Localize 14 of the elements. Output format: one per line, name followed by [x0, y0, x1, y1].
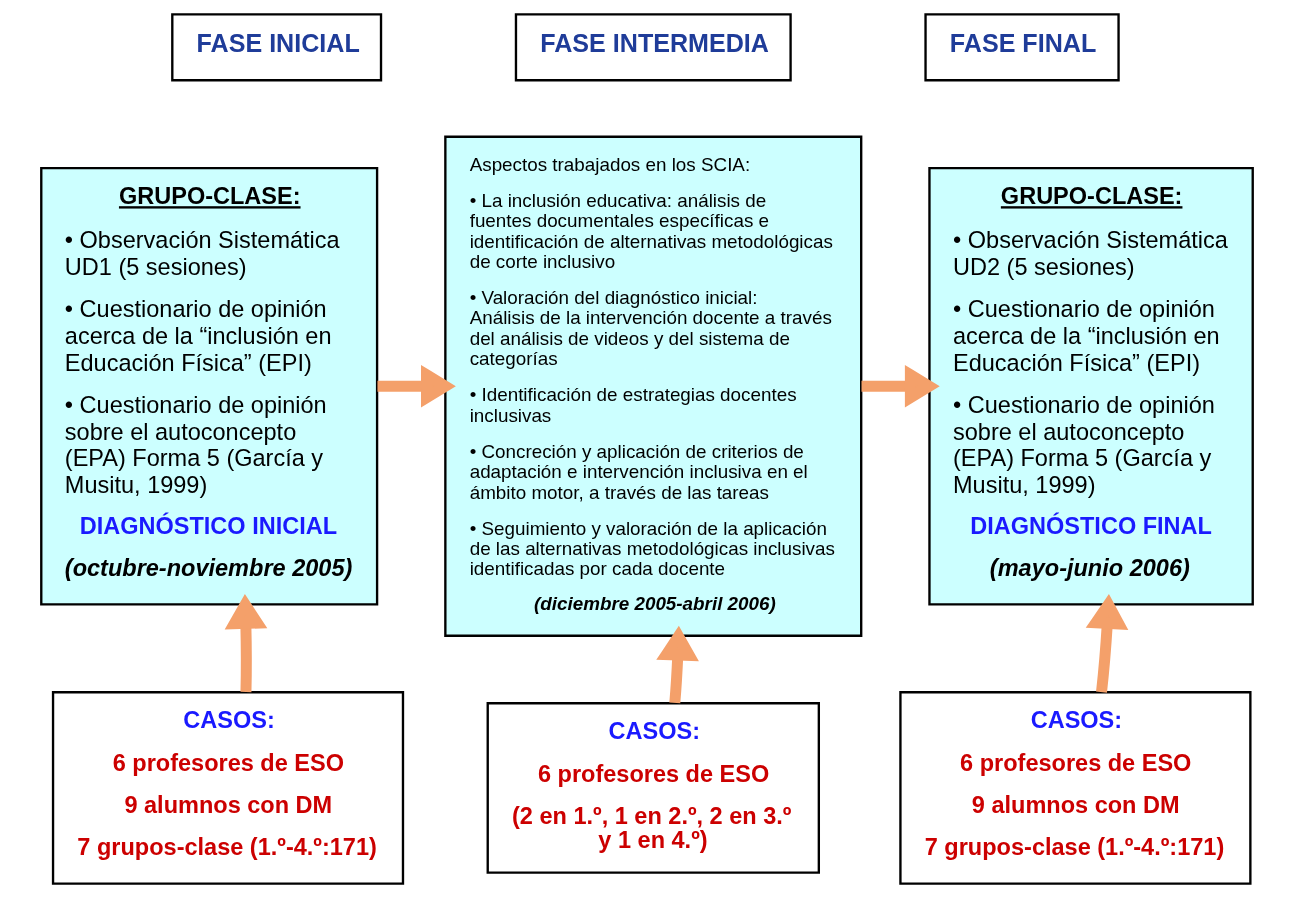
node-box: CASOS: 6 profesores de ESO 9 alumnos con DM 7 grupos-clase (1.º-4.º:171)	[899, 691, 1252, 885]
arrow	[861, 364, 940, 408]
node-box: FASE FINAL	[924, 13, 1120, 82]
arrow	[656, 625, 699, 704]
node-box: FASE INICIAL	[171, 13, 383, 82]
node-box: CASOS: 6 profesores de ESO (2 en 1.º, 1 en 2.º, 2 en 3.º y 1 en 4.º)	[486, 702, 820, 874]
arrow	[377, 364, 456, 408]
arrow	[224, 594, 268, 693]
node-box: Aspectos trabajados en los SCIA: • La inclusión educativa: análisis de fuentes documentales específicas e identificación de alternativas metodológicas de corte inclusivo • Valoración del diagnóstico inicial: Análisis de la intervención docente a través del análisis de videos y del sistema de categorías • Identificación de estrategias docentes inclusivas • Concreción y aplicación de criterios de adaptación e intervención inclusiva en el ámbito motor, a través de las tareas • Seguimiento y valoración de la aplicación de las alternativas metodológicas inclusivas identificadas por cada docente (diciembre 2005-abril 2006)	[444, 135, 863, 637]
node-box: GRUPO-CLASE: • Observación Sistemática UD2 (5 sesiones) • Cuestionario de opinión acerca de la “inclusión en Educación Física” (EPI) • Cuestionario de opinión sobre el autoconcepto (EPA) Forma 5 (García y Musitu, 1999) DIAGNÓSTICO FINAL (mayo-junio 2006)	[928, 166, 1254, 606]
node-box: CASOS: 6 profesores de ESO 9 alumnos con DM 7 grupos-clase (1.º-4.º:171)	[51, 691, 405, 885]
arrow	[1085, 594, 1129, 693]
node-box: GRUPO-CLASE: • Observación Sistemática UD1 (5 sesiones) • Cuestionario de opinión acerca de la “inclusión en Educación Física” (EPI) • Cuestionario de opinión sobre el autoconcepto (EPA) Forma 5 (García y Musitu, 1999) DIAGNÓSTICO INICIAL (octubre-noviembre 2005)	[40, 166, 379, 606]
node-box: FASE INTERMEDIA	[514, 13, 792, 82]
